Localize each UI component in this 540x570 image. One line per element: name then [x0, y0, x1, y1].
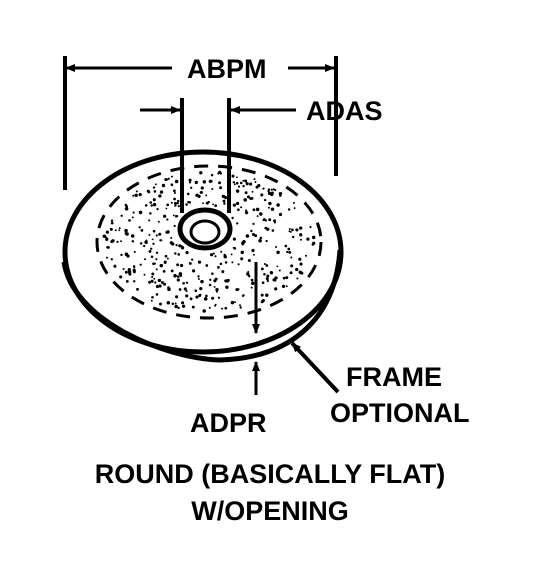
- disc-side-edge: [61, 249, 343, 363]
- abpm-dimension: [63, 56, 338, 190]
- disc-body: [61, 149, 344, 363]
- caption-line1: ROUND (BASICALLY FLAT): [95, 459, 446, 489]
- disc-top-face: [62, 149, 344, 355]
- stipple-texture: [102, 170, 316, 313]
- adas-label: ADAS: [306, 96, 383, 126]
- center-opening: [177, 207, 233, 251]
- frame-label-line1: FRAME: [346, 362, 442, 392]
- adpr-label: ADPR: [190, 408, 267, 438]
- abpm-label: ABPM: [187, 54, 267, 84]
- caption-line2: W/OPENING: [191, 496, 349, 526]
- inner-dashed-boundary: [95, 164, 323, 320]
- frame-leader-arrow: [290, 341, 340, 394]
- frame-label-line2: OPTIONAL: [330, 398, 470, 428]
- adas-dimension: [140, 98, 296, 213]
